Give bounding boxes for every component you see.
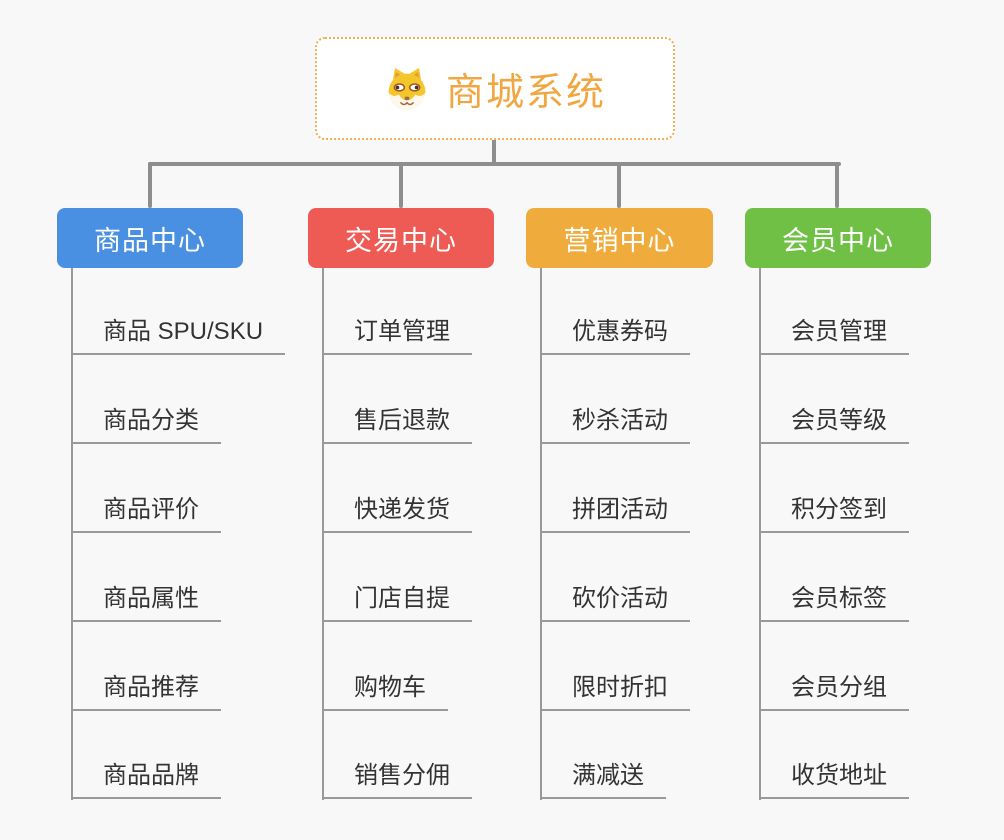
connector-drop-product [148,162,152,208]
leaf-node[interactable]: 积分签到 [759,496,909,533]
dog-logo-icon [384,66,430,112]
leaf-node[interactable]: 满减送 [540,762,666,799]
leaf-node[interactable]: 订单管理 [322,318,472,355]
leaf-node[interactable]: 购物车 [322,674,448,711]
root-node[interactable]: 商城系统 [315,37,675,140]
branch-marketing-center[interactable]: 营销中心 [526,208,713,268]
leaf-node[interactable]: 收货地址 [759,762,909,799]
leaf-node[interactable]: 拼团活动 [540,496,690,533]
leaf-node[interactable]: 销售分佣 [322,762,472,799]
branch-trade-center[interactable]: 交易中心 [308,208,494,268]
leaf-node[interactable]: 商品属性 [71,585,221,622]
leaf-node[interactable]: 商品分类 [71,407,221,444]
connector-root-stem [492,140,496,164]
branch-product-center[interactable]: 商品中心 [57,208,243,268]
connector-drop-member [835,162,839,208]
branch-trunk-member [759,268,761,800]
leaf-node[interactable]: 商品评价 [71,496,221,533]
branch-trunk-trade [322,268,324,800]
connector-drop-trade [399,162,403,208]
leaf-node[interactable]: 会员标签 [759,585,909,622]
leaf-node[interactable]: 快递发货 [322,496,472,533]
leaf-node[interactable]: 砍价活动 [540,585,690,622]
leaf-node[interactable]: 会员分组 [759,674,909,711]
leaf-node[interactable]: 限时折扣 [540,674,690,711]
leaf-node[interactable]: 优惠券码 [540,318,690,355]
connector-horizontal-bar [148,162,841,166]
leaf-node[interactable]: 会员管理 [759,318,909,355]
leaf-node[interactable]: 售后退款 [322,407,472,444]
leaf-node[interactable]: 商品 SPU/SKU [71,318,286,355]
leaf-node[interactable]: 商品推荐 [71,674,221,711]
root-title: 商城系统 [445,72,606,114]
leaf-node[interactable]: 会员等级 [759,407,909,444]
branch-member-center[interactable]: 会员中心 [745,208,931,268]
leaf-node[interactable]: 商品品牌 [71,762,221,799]
branch-trunk-product [71,268,73,800]
leaf-node[interactable]: 秒杀活动 [540,407,690,444]
branch-trunk-marketing [540,268,542,800]
leaf-node[interactable]: 门店自提 [322,585,472,622]
connector-drop-marketing [617,162,621,208]
